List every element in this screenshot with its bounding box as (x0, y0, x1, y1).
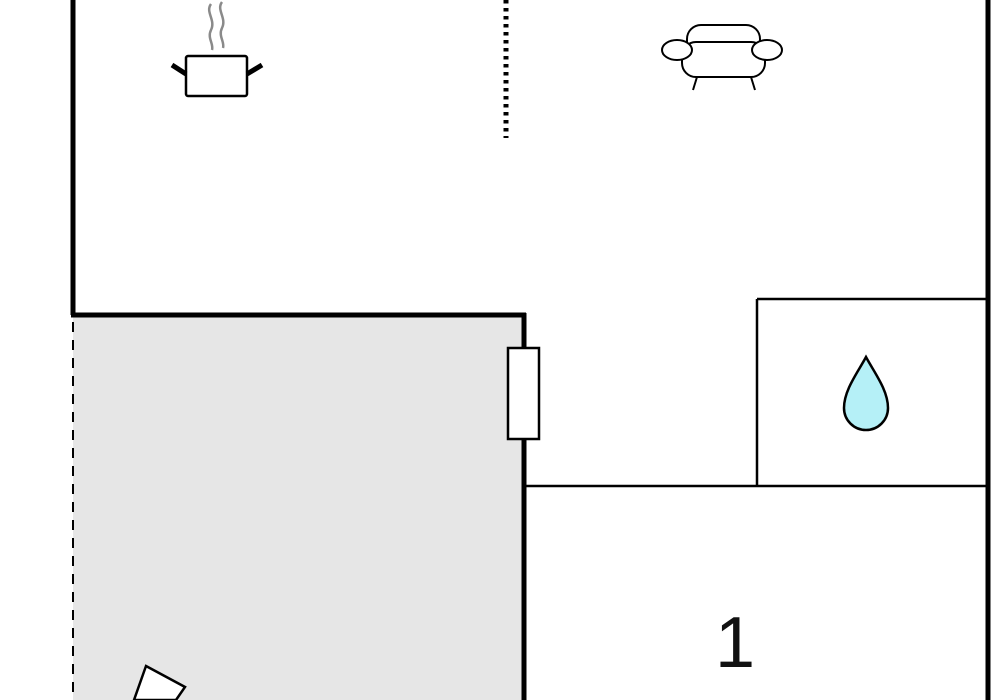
sofa-icon (661, 24, 783, 91)
window (506, 346, 541, 441)
kitchen-pot-icon (170, 1, 264, 98)
bedroom-number-label: 1 (714, 603, 756, 683)
terrace-chair-icon (132, 664, 187, 700)
terrace-area (73, 315, 524, 700)
water-drop-icon (842, 354, 890, 432)
